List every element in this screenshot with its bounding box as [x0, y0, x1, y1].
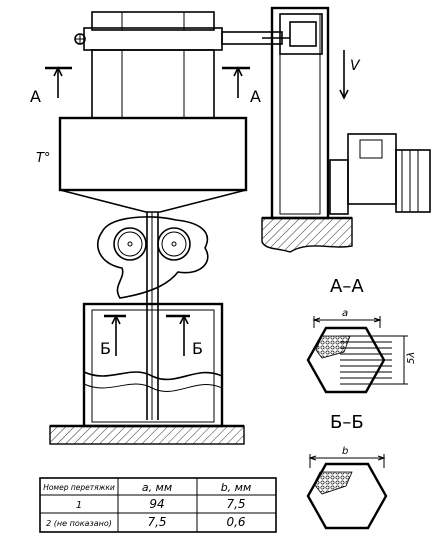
dim-b-label: b — [342, 446, 348, 457]
cooling-vessel — [49, 302, 245, 445]
section-aa-view: a 5λ — [306, 308, 417, 394]
roller-assembly — [97, 216, 209, 299]
table-cell-row1-a: 94 — [149, 497, 164, 511]
section-b-right-label: Б — [192, 339, 203, 358]
table-cell-row1-number: 1 — [76, 500, 82, 511]
table-cell-row2-number: 2 (не показано) — [46, 519, 112, 528]
section-a-left-label: A — [30, 87, 41, 106]
table-header-b: b, мм — [221, 481, 252, 494]
section-bb-title: Б–Б — [330, 412, 364, 433]
table-header-a: a, мм — [142, 481, 172, 494]
table-cell-row2-a: 7,5 — [147, 515, 166, 529]
section-bb-view: b — [306, 446, 388, 530]
dim-side-label: 5λ — [406, 352, 417, 364]
dim-a-label: a — [342, 308, 348, 319]
table-cell-row2-b: 0,6 — [226, 515, 245, 529]
section-b-left-label: Б — [100, 339, 111, 358]
drive-column — [261, 6, 431, 253]
table-header-number: Номер перетяжки — [43, 483, 115, 492]
velocity-label: V — [350, 58, 361, 74]
right-roller — [157, 227, 191, 261]
temperature-label: T° — [36, 151, 50, 166]
left-roller — [113, 227, 147, 261]
table-cell-row1-b: 7,5 — [226, 497, 245, 511]
section-aa-title: A–A — [330, 276, 364, 297]
furnace-assembly — [58, 11, 283, 420]
parameter-table: Номер перетяжки a, мм b, мм 1 94 7,5 2 (… — [39, 477, 277, 533]
section-marker-b: Б Б — [100, 314, 203, 358]
velocity-indicator: V — [339, 50, 361, 100]
section-a-right-label: A — [250, 87, 261, 106]
section-marker-a: A A — [30, 66, 261, 106]
